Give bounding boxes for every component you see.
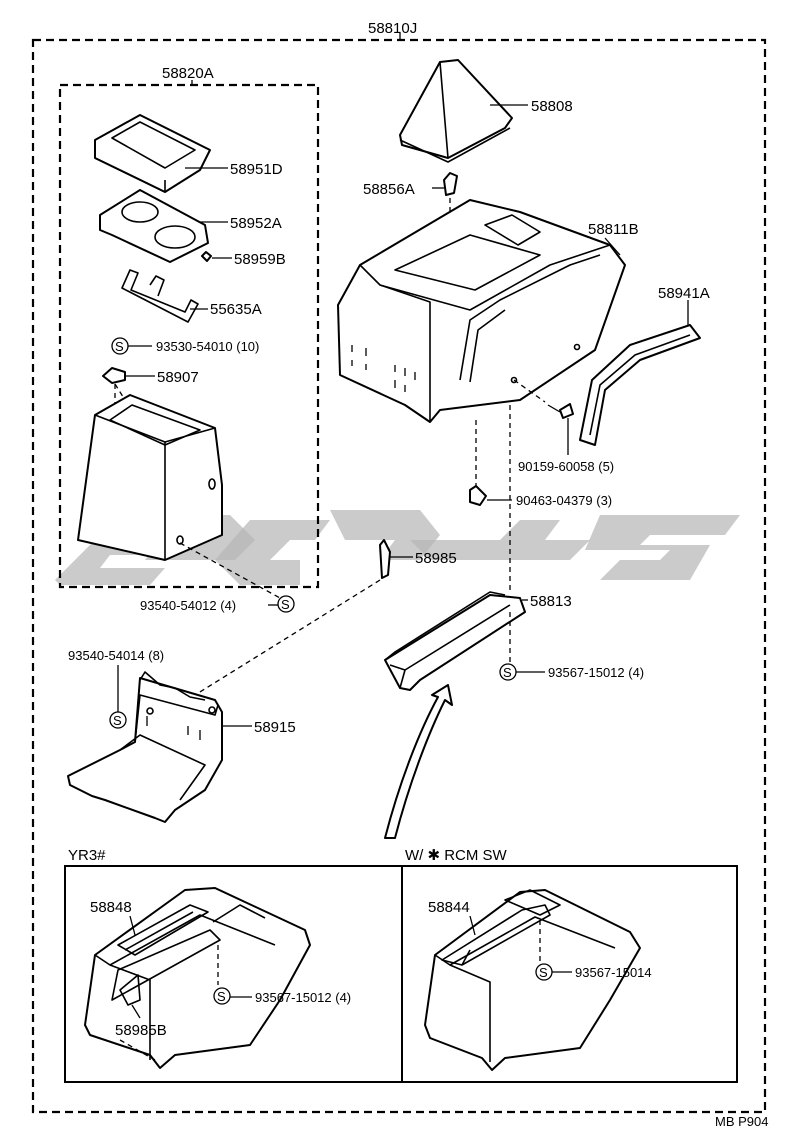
label-58959b: 58959B	[234, 251, 286, 268]
part-90159-screw	[547, 403, 574, 419]
screw-symbol-93530: S	[111, 337, 129, 355]
label-58985: 58985	[415, 550, 457, 567]
label-93540-8: 93540-54014 (8)	[68, 648, 164, 663]
screw-symbol-93567-main: S	[499, 663, 517, 681]
part-58856a-clip	[443, 172, 458, 196]
variant-arrow	[384, 684, 453, 839]
svg-text:S: S	[539, 965, 548, 980]
label-58941a: 58941A	[658, 285, 710, 302]
page-code: MB P904	[715, 1114, 768, 1129]
part-90463-clip	[469, 485, 487, 506]
screw-symbol-93540-8: S	[109, 711, 127, 729]
label-93530: 93530-54010 (10)	[156, 339, 259, 354]
screw-symbol-93567-rcm: S	[535, 963, 553, 981]
part-58813-tray	[384, 591, 526, 691]
part-58907-nut	[102, 367, 126, 384]
label-93567-main: 93567-15012 (4)	[548, 665, 644, 680]
part-58985-clip	[379, 539, 391, 579]
part-58941a-trim-strip	[579, 324, 701, 446]
part-58811b-console-body	[337, 199, 626, 423]
assembly-frame	[31, 38, 767, 1114]
label-93567-yr3: 93567-15012 (4)	[255, 990, 351, 1005]
variant-label-left: YR3#	[68, 847, 106, 864]
svg-text:S: S	[217, 989, 226, 1004]
label-58952a: 58952A	[230, 215, 282, 232]
label-58811b: 58811B	[588, 221, 639, 238]
console-vent-marks	[351, 345, 416, 392]
label-93567-rcm: 93567-15014	[575, 965, 652, 980]
part-yr3-console	[84, 887, 311, 1069]
part-55635a-bracket	[121, 269, 199, 323]
part-58808-shift-boot	[399, 59, 513, 163]
variant-label-right: W/ ✱ RCM SW	[405, 847, 508, 864]
screw-symbol-93540-4: S	[277, 595, 295, 613]
label-58951d: 58951D	[230, 161, 283, 178]
sub-assembly-frame	[58, 83, 320, 589]
label-58907: 58907	[157, 369, 199, 386]
label-93540-4: 93540-54012 (4)	[140, 598, 236, 613]
label-55635a: 55635A	[210, 301, 262, 318]
label-58848: 58848	[90, 899, 132, 916]
svg-text:S: S	[115, 339, 124, 354]
label-58844: 58844	[428, 899, 470, 916]
part-58951d-lid	[94, 114, 211, 193]
label-58915: 58915	[254, 719, 296, 736]
svg-text:S: S	[503, 665, 512, 680]
svg-text:S: S	[281, 597, 290, 612]
watermark-logo	[55, 510, 740, 585]
part-rcm-console	[424, 889, 641, 1071]
label-90159: 90159-60058 (5)	[518, 459, 614, 474]
label-58813: 58813	[530, 593, 572, 610]
screw-symbol-93567-yr3: S	[213, 987, 231, 1005]
part-58915-lower-panel	[67, 671, 223, 823]
part-58959b-clip	[201, 251, 212, 262]
part-box	[77, 394, 223, 561]
label-58985b: 58985B	[115, 1022, 167, 1039]
sub-assembly-label: 58820A	[162, 65, 214, 82]
label-58808: 58808	[531, 98, 573, 115]
variant-box-right	[401, 865, 738, 1083]
part-58952a-cup-holder	[99, 189, 209, 263]
label-90463: 90463-04379 (3)	[516, 493, 612, 508]
svg-text:S: S	[113, 713, 122, 728]
label-58856a: 58856A	[363, 181, 415, 198]
assembly-label: 58810J	[368, 20, 417, 37]
